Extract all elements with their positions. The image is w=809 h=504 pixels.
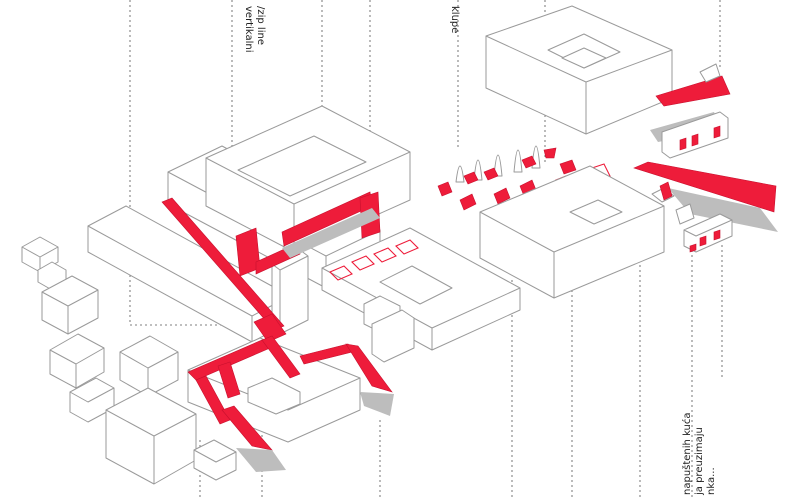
label-houses-line1: napuštenih kuća bbox=[681, 412, 693, 495]
right-upper-building bbox=[485, 5, 673, 135]
label-benches: klupe bbox=[449, 6, 460, 33]
label-houses-line3: nka... bbox=[706, 467, 717, 495]
bench-elements bbox=[437, 145, 611, 223]
label-zipline-line2: /zip line bbox=[255, 6, 266, 45]
label-houses-line2: ja preuzimaju bbox=[694, 427, 705, 496]
central-building-upper bbox=[205, 105, 411, 277]
middle-building bbox=[321, 227, 521, 363]
left-site-blocks bbox=[21, 205, 291, 485]
lower-red-building bbox=[187, 335, 394, 472]
label-zipline-line1: vertikalni bbox=[243, 6, 254, 53]
zip-line-strip bbox=[161, 197, 287, 343]
right-red-slabs bbox=[633, 63, 778, 253]
right-middle-building bbox=[479, 165, 665, 299]
diagram-labels: vertikalni /zip line klupe napuštenih ku… bbox=[243, 6, 717, 496]
